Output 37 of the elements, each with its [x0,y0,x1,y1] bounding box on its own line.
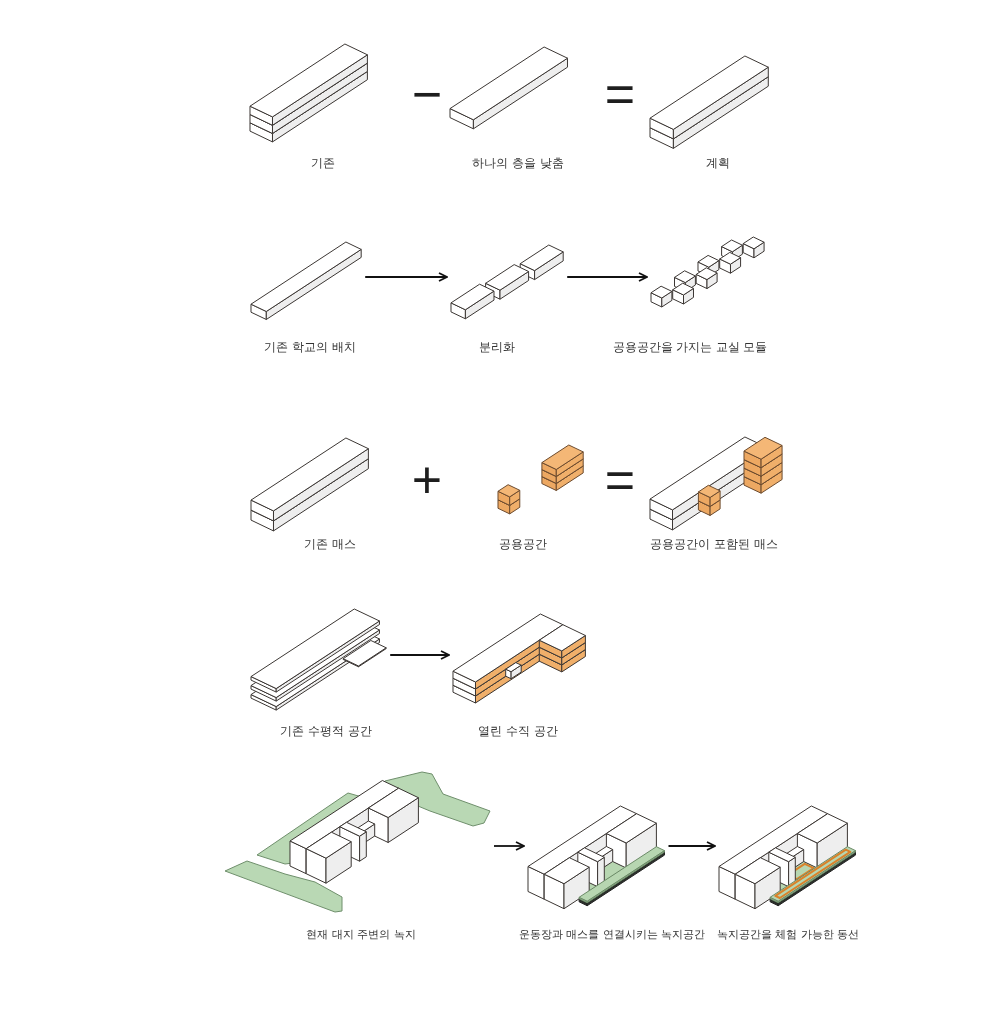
arrow [566,272,648,282]
node-label: 열린 수직 공간 [478,723,558,739]
arrow [667,841,716,851]
combined-mass-drawing [649,435,784,531]
node-label: 계획 [706,155,730,171]
equals-sign: = [604,83,636,105]
node-label: 녹지공간을 체험 가능한 동선 [716,928,860,942]
node-label: 분리화 [479,339,515,355]
minus-sign: − [411,88,443,100]
common-space-blocks-drawing [497,443,585,515]
node-label: 운동장과 매스를 연결시키는 녹지공간 [518,928,706,942]
classroom-modules-drawing [650,236,766,309]
node-label: 하나의 층을 낮춤 [472,155,564,171]
arrow [493,841,525,851]
site-plan-drawing [224,771,491,913]
node-label: 공용공간을 가지는 교실 모듈 [612,339,768,355]
node-label: 기존 매스 [304,536,356,552]
node-label: 공용공간이 포함된 매스 [650,536,778,552]
separated-blocks-drawing [450,244,565,320]
slab-drawing [449,46,569,131]
two-storey-block-drawing [250,436,370,532]
open-vertical-mass-drawing [452,612,587,704]
three-storey-block-drawing [249,42,369,143]
node-label: 기존 [311,155,335,171]
node-label: 기존 학교의 배치 [264,339,356,355]
stacked-floor-slabs-drawing [250,607,388,712]
node-label: 공용공간 [499,536,547,552]
node-label: 기존 수평적 공간 [280,723,372,739]
two-storey-block-drawing [649,54,770,150]
arrow [364,272,448,282]
long-slab-drawing [250,240,363,321]
plus-sign: + [411,462,443,498]
building-mass-drawing [527,804,666,910]
building-walkway-drawing [718,804,857,910]
node-label: 현재 대지 주변의 녹지 [306,928,416,942]
arrow [389,650,450,660]
equals-sign: = [604,469,636,491]
